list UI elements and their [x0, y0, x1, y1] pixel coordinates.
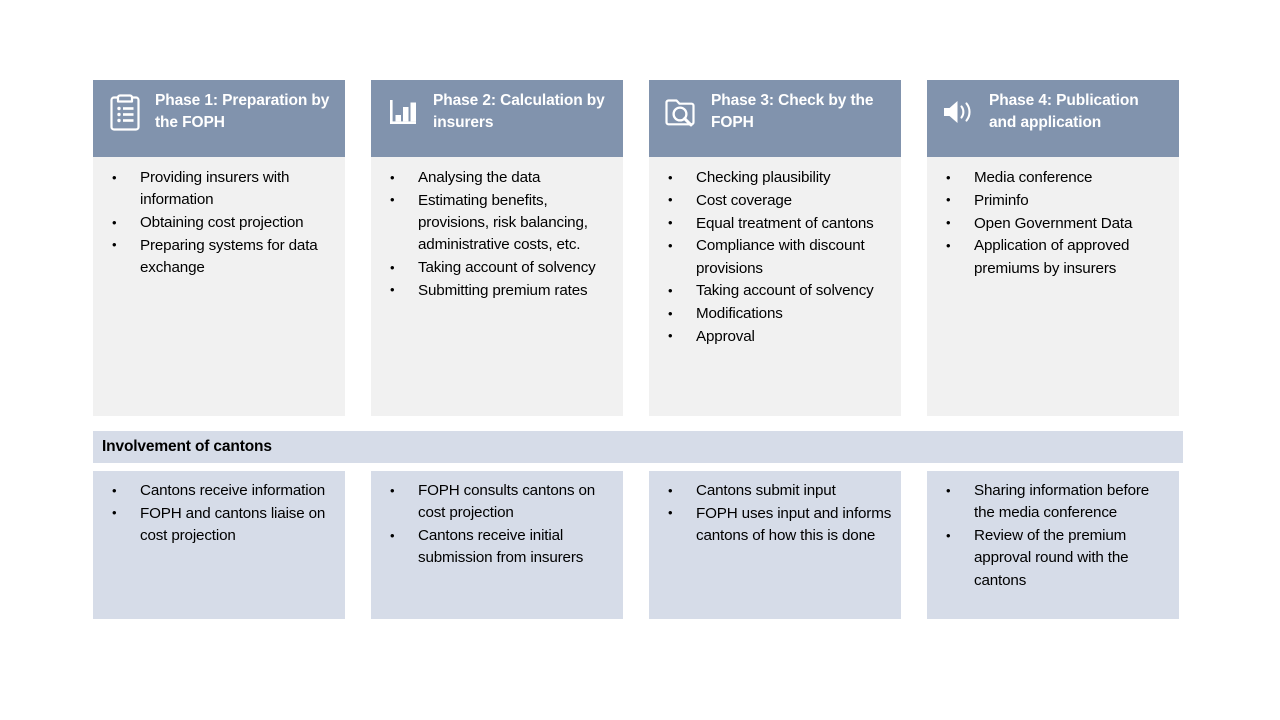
list-item: Review of the premium approval round wit… [933, 525, 1173, 592]
phase-column-4: Phase 4: Publication and application Med… [927, 80, 1179, 416]
list-item: Submitting premium rates [377, 279, 615, 302]
phase-list-1: Providing insurers with information Obta… [99, 167, 337, 279]
phase-header-2: Phase 2: Calculation by insurers [371, 80, 623, 157]
cantons-column-2: FOPH consults cantons on cost projection… [371, 471, 623, 619]
phase-row: Phase 1: Preparation by the FOPH Providi… [93, 80, 1183, 416]
phase-column-3: Phase 3: Check by the FOPH Checking plau… [649, 80, 901, 416]
list-item: Cantons receive information [99, 479, 339, 502]
phase-column-1: Phase 1: Preparation by the FOPH Providi… [93, 80, 345, 416]
folder-search-icon [661, 91, 701, 133]
list-item: Sharing information before the media con… [933, 480, 1173, 525]
clipboard-icon [105, 91, 145, 133]
phase-title-4: Phase 4: Publication and application [989, 92, 1139, 131]
cantons-list-3: Cantons submit input FOPH uses input and… [655, 479, 895, 548]
phase-body-2: Analysing the data Estimating benefits, … [371, 157, 623, 416]
phase-title-1: Phase 1: Preparation by the FOPH [155, 92, 330, 131]
list-item: Compliance with discount provisions [655, 235, 893, 280]
list-item: Cantons receive initial submission from … [377, 525, 617, 570]
phase-header-1: Phase 1: Preparation by the FOPH [93, 80, 345, 157]
premium-approval-process-diagram: Phase 1: Preparation by the FOPH Providi… [93, 80, 1183, 619]
list-item: Taking account of solvency [377, 257, 615, 279]
cantons-list-4: Sharing information before the media con… [933, 480, 1173, 592]
list-item: Analysing the data [377, 166, 615, 189]
list-item: Application of approved premiums by insu… [933, 235, 1171, 280]
cantons-list-1: Cantons receive information FOPH and can… [99, 479, 339, 548]
list-item: Taking account of solvency [655, 280, 893, 302]
list-item: Obtaining cost projection [99, 212, 337, 234]
bar-chart-icon [383, 91, 423, 133]
phase-list-4: Media conference Priminfo Open Governmen… [933, 166, 1171, 280]
list-item: Media conference [933, 166, 1171, 189]
list-item: Estimating benefits, provisions, risk ba… [377, 189, 615, 257]
list-item: Open Government Data [933, 212, 1171, 235]
phase-title-2: Phase 2: Calculation by insurers [433, 92, 605, 131]
cantons-column-4: Sharing information before the media con… [927, 471, 1179, 619]
list-item: Providing insurers with information [99, 167, 337, 212]
list-item: FOPH and cantons liaise on cost projecti… [99, 502, 339, 548]
cantons-column-3: Cantons submit input FOPH uses input and… [649, 471, 901, 619]
list-item: Cost coverage [655, 189, 893, 212]
list-item: Equal treatment of cantons [655, 212, 893, 235]
phase-title-3: Phase 3: Check by the FOPH [711, 92, 874, 131]
phase-body-1: Providing insurers with information Obta… [93, 157, 345, 416]
speaker-icon [939, 91, 979, 133]
list-item: Approval [655, 325, 893, 348]
list-item: FOPH uses input and informs cantons of h… [655, 502, 895, 548]
phase-list-3: Checking plausibility Cost coverage Equa… [655, 166, 893, 348]
list-item: FOPH consults cantons on cost projection [377, 480, 617, 525]
cantons-band-label: Involvement of cantons [102, 438, 272, 455]
phase-body-4: Media conference Priminfo Open Governmen… [927, 157, 1179, 416]
phase-header-4: Phase 4: Publication and application [927, 80, 1179, 157]
cantons-band: Involvement of cantons [93, 431, 1183, 463]
list-item: Modifications [655, 303, 893, 325]
cantons-list-2: FOPH consults cantons on cost projection… [377, 480, 617, 570]
cantons-column-1: Cantons receive information FOPH and can… [93, 471, 345, 619]
phase-list-2: Analysing the data Estimating benefits, … [377, 166, 615, 302]
list-item: Priminfo [933, 189, 1171, 212]
list-item: Cantons submit input [655, 479, 895, 502]
list-item: Checking plausibility [655, 166, 893, 189]
phase-column-2: Phase 2: Calculation by insurers Analysi… [371, 80, 623, 416]
cantons-row: Cantons receive information FOPH and can… [93, 471, 1183, 619]
list-item: Preparing systems for data exchange [99, 234, 337, 280]
phase-header-3: Phase 3: Check by the FOPH [649, 80, 901, 157]
phase-body-3: Checking plausibility Cost coverage Equa… [649, 157, 901, 416]
